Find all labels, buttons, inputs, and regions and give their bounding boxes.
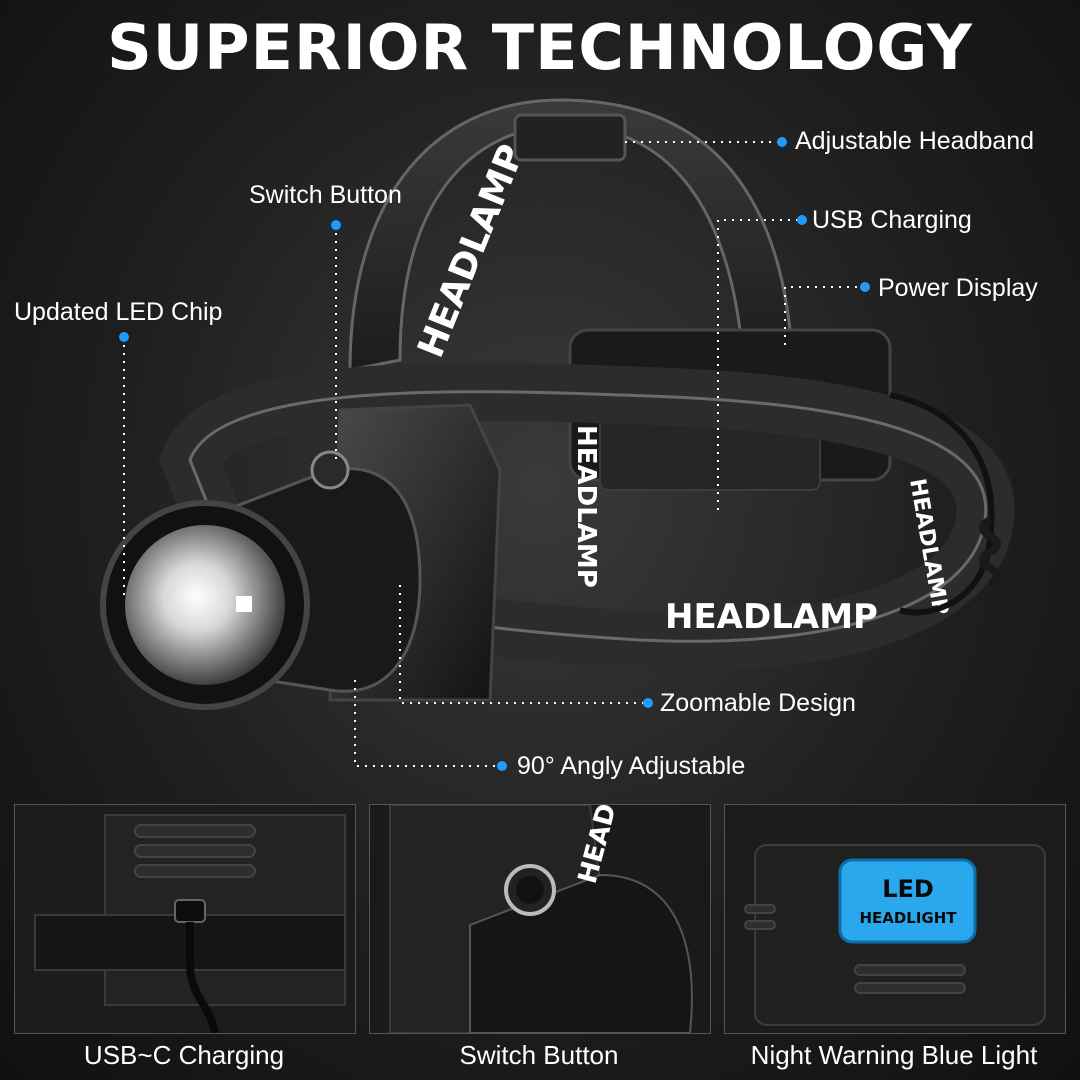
led-badge-icon: LED HEADLIGHT [725, 805, 1065, 1033]
top-buckle [513, 113, 627, 162]
page-title: SUPERIOR TECHNOLOGY [107, 11, 973, 84]
detail-panel-blue-light: LED HEADLIGHT [724, 804, 1066, 1034]
detail-panel-switch: HEADLAMP [369, 804, 711, 1034]
leader-usb [717, 219, 800, 510]
callout-zoomable-design: Zoomable Design [660, 689, 856, 717]
callout-adjustable-headband: Adjustable Headband [795, 127, 1035, 155]
detail-panel-usb [14, 804, 356, 1034]
callout-power-display: Power Display [878, 274, 1038, 302]
led-chip [236, 596, 252, 612]
strap-text-front: HEADLAMP [665, 597, 878, 637]
usb-c-cable-icon [15, 805, 355, 1033]
callout-updated-led-chip: Updated LED Chip [14, 298, 223, 326]
caption-usb-c-charging: USB~C Charging [83, 1040, 285, 1070]
leader-zoom [399, 585, 646, 704]
callout-usb-charging: USB Charging [812, 206, 972, 234]
switch-knob [310, 450, 350, 490]
top-headband [348, 98, 792, 372]
leader-power [784, 286, 862, 345]
badge-led: LED [882, 875, 934, 903]
caption-night-warning: Night Warning Blue Light [750, 1040, 1038, 1070]
callout-angle-adjustable: 90° Angly Adjustable [517, 752, 746, 780]
headlamp-illustration: HEADLAMP HEADLAMP HEADLAMP HEADLAMP [100, 98, 1015, 771]
lens [125, 525, 285, 685]
caption-switch-button: Switch Button [459, 1040, 619, 1070]
callout-switch-button: Switch Button [249, 181, 402, 209]
strap-text-back: HEADLAMP [571, 425, 601, 588]
switch-button-icon: HEADLAMP [370, 805, 710, 1033]
badge-headlight: HEADLIGHT [859, 909, 957, 927]
